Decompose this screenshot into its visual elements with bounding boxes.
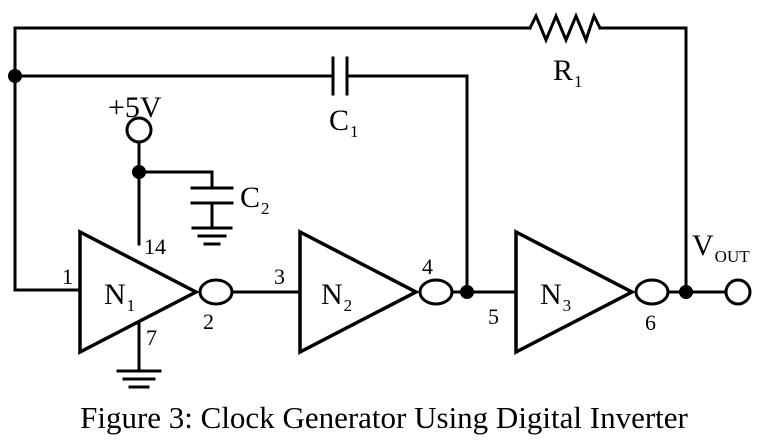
r1-label: R1 <box>553 54 583 91</box>
c2-wire <box>137 170 214 190</box>
n2-label: N2 <box>321 278 352 315</box>
resistor-r1 <box>527 12 603 45</box>
pin-label: 6 <box>645 310 656 335</box>
figure-caption: Figure 3: Clock Generator Using Digital … <box>80 400 688 435</box>
junction-dot <box>679 285 693 299</box>
inverter-n2 <box>298 229 454 355</box>
inverter-n1 <box>78 229 234 355</box>
vout-terminal <box>724 278 752 306</box>
pin-label: 14 <box>144 234 166 259</box>
n1-label: N1 <box>104 278 135 315</box>
pin-label: 5 <box>488 304 499 329</box>
pin-label: 1 <box>62 264 73 289</box>
junction-dot <box>460 285 474 299</box>
junction-dot <box>132 165 146 179</box>
n3-label: N3 <box>540 278 571 315</box>
junction-dot <box>8 69 22 83</box>
c2-label: C2 <box>240 181 270 218</box>
ground-icon <box>191 226 233 246</box>
pin-label: 2 <box>203 309 214 334</box>
c1-right-wire <box>345 74 469 294</box>
inverter-n3 <box>514 229 670 355</box>
r1-output-wire <box>598 26 688 294</box>
r1-feedback-wire <box>13 26 532 292</box>
pin-label: 3 <box>274 264 285 289</box>
vout-label: VOUT <box>692 229 750 266</box>
pin-label: 4 <box>422 254 433 279</box>
c1-label: C1 <box>329 104 359 141</box>
pin-label: 7 <box>146 325 157 350</box>
vcc-terminal <box>125 116 153 144</box>
supply-label: +5V <box>108 91 162 124</box>
ground-icon <box>116 369 162 389</box>
